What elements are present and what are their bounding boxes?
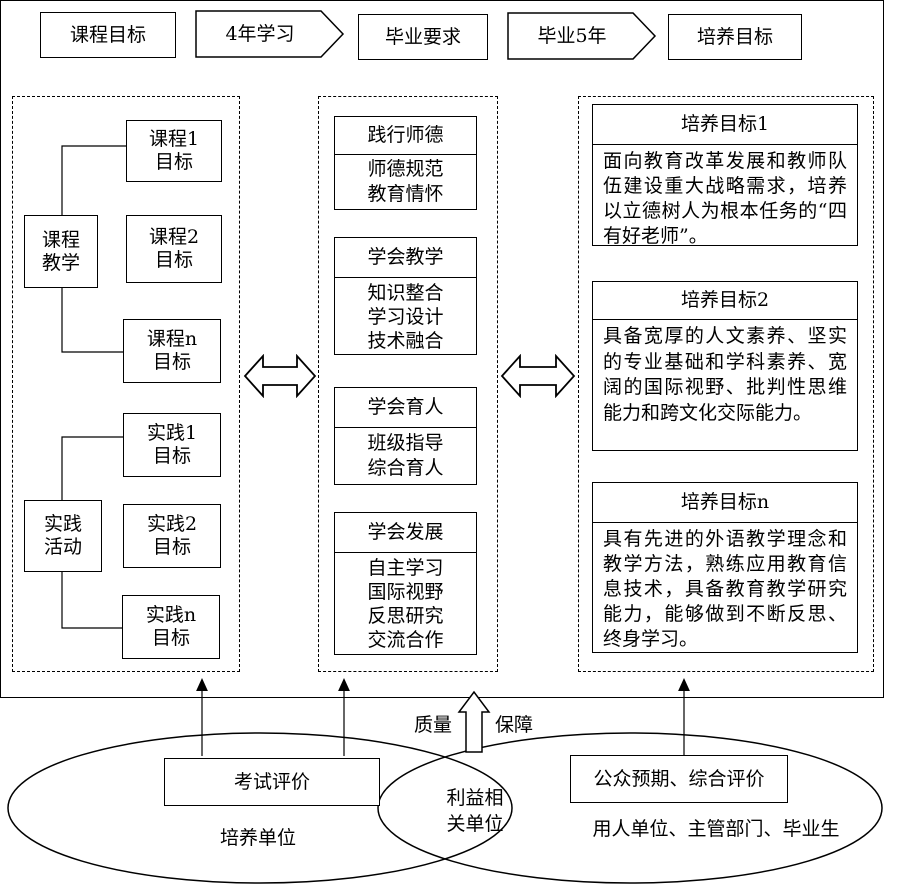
goal1-title: 培养目标1: [593, 105, 857, 145]
course2-goal: 课程2 目标: [126, 215, 222, 283]
header-5years-label: 毕业5年: [537, 25, 607, 47]
goaln-box: 培养目标n 具有先进的外语教学理念和教学方法，熟练应用教育信息技术，具备教育教学…: [592, 482, 858, 653]
teaching-box: 学会教学 知识整合 学习设计 技术融合: [334, 237, 477, 355]
goal2-text: 具备宽厚的人文素养、坚实的专业基础和学科素养、宽阔的国际视野、批判性思维能力和跨…: [603, 325, 847, 424]
goaln-text: 具有先进的外语教学理念和教学方法，熟练应用教育信息技术，具备教育教学研究能力，能…: [603, 528, 847, 650]
header-arrow-5years: [507, 12, 657, 60]
double-arrow-right: [500, 354, 576, 398]
nurturing-box: 学会育人 班级指导 综合育人: [334, 387, 477, 485]
stakeholder-ellipse: [377, 732, 883, 884]
header-4years-label: 4年学习: [225, 23, 295, 45]
header-training-goal: 培养目标: [668, 14, 802, 60]
header-graduation-req: 毕业要求: [358, 14, 488, 60]
goal1-box: 培养目标1 面向教育改革发展和教师队伍建设重大战略需求，培养以立德树人为根本任务…: [592, 104, 858, 247]
development-title: 学会发展: [335, 513, 476, 553]
guarantee-label: 保障: [494, 714, 533, 736]
main-frame: [0, 0, 884, 698]
public-evaluation-box: 公众预期、综合评价: [570, 755, 788, 803]
course-teaching-box: 课程 教学: [24, 215, 98, 288]
goal2-title: 培养目标2: [593, 282, 857, 320]
practicen-goal: 实践n 目标: [122, 595, 220, 659]
development-items: 自主学习 国际视野 反思研究 交流合作: [367, 557, 444, 651]
development-box: 学会发展 自主学习 国际视野 反思研究 交流合作: [334, 512, 477, 655]
header-course-goal: 课程目标: [40, 12, 176, 58]
nurturing-title: 学会育人: [335, 388, 476, 428]
nurturing-items: 班级指导 综合育人: [367, 432, 444, 479]
teaching-items: 知识整合 学习设计 技术融合: [367, 282, 444, 352]
ethics-box: 践行师德 师德规范 教育情怀: [334, 116, 477, 210]
double-arrow-left: [243, 354, 317, 398]
teaching-title: 学会教学: [335, 238, 476, 278]
practice1-goal: 实践1 目标: [123, 413, 221, 477]
ethics-title: 践行师德: [335, 117, 476, 155]
practice2-goal: 实践2 目标: [123, 504, 221, 568]
course1-goal: 课程1 目标: [126, 120, 222, 182]
quality-label: 质量: [413, 714, 452, 736]
coursen-goal: 课程n 目标: [123, 319, 221, 383]
goal2-box: 培养目标2 具备宽厚的人文素养、坚实的专业基础和学科素养、宽阔的国际视野、批判性…: [592, 281, 858, 451]
stakeholder-label: 利益相 关单位: [446, 787, 504, 835]
middle-panel: [318, 96, 498, 672]
exam-evaluation-box: 考试评价: [164, 758, 380, 806]
header-arrow-4years: [195, 10, 345, 58]
employers-label: 用人单位、主管部门、毕业生: [592, 818, 840, 840]
quality-guarantee-arrow: [457, 690, 491, 753]
left-panel: [12, 96, 240, 672]
practice-activity-box: 实践 活动: [24, 500, 102, 572]
training-unit-ellipse: [7, 732, 513, 884]
training-unit-label: 培养单位: [219, 827, 296, 849]
goaln-title: 培养目标n: [593, 483, 857, 523]
right-panel: [578, 96, 874, 672]
goal1-text: 面向教育改革发展和教师队伍建设重大战略需求，培养以立德树人为根本任务的“四有好老…: [603, 150, 847, 247]
ethics-items: 师德规范 教育情怀: [367, 158, 444, 205]
